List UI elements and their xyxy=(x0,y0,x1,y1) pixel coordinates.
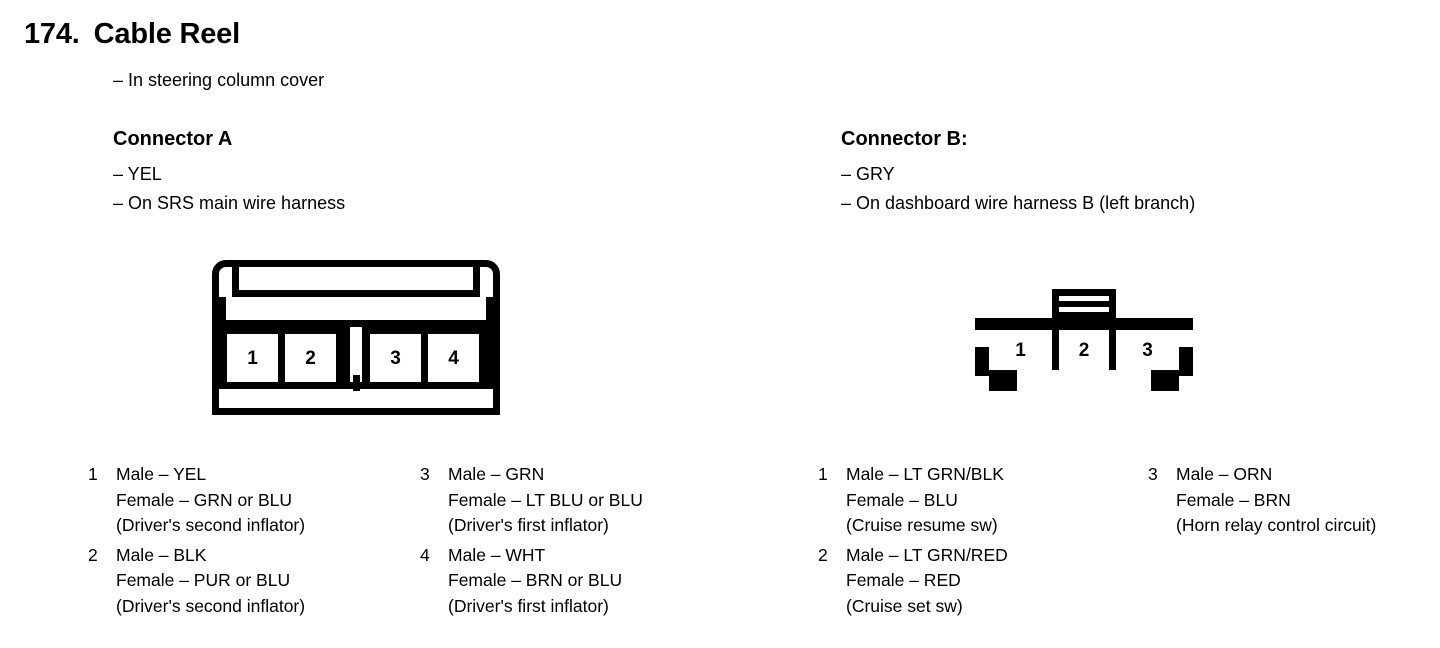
pin-entry: 2 Male – BLK Female – PUR or BLU (Driver… xyxy=(88,543,418,620)
connector-b-diagram: 1 2 3 xyxy=(975,289,1193,391)
pin-female-wire: Female – PUR or BLU xyxy=(116,570,291,590)
pin-female-wire: Female – GRN or BLU xyxy=(116,489,293,510)
connector-a-heading: Connector A xyxy=(113,128,233,150)
connector-b-cavity-1: 1 xyxy=(989,330,1052,370)
pin-male-wire: Male – WHT xyxy=(448,544,546,565)
connector-a-cavity-2: 2 xyxy=(285,334,336,382)
connector-a-note-color: – YEL xyxy=(113,164,162,184)
connector-a-top-step xyxy=(232,267,480,297)
pin-male-wire: Male – BLK xyxy=(116,544,207,565)
pin-number: 2 xyxy=(818,544,828,565)
connector-b-heading: Connector B: xyxy=(841,128,968,150)
pin-number: 4 xyxy=(420,544,430,565)
connector-b-locking-tab xyxy=(1052,289,1116,318)
connector-a-center-gap xyxy=(350,327,362,382)
connector-b-pin-list-col2: 3 Male – ORN Female – BRN (Horn relay co… xyxy=(1148,462,1438,543)
connector-b-note-harness: – On dashboard wire harness B (left bran… xyxy=(841,193,1196,213)
page-subtitle: – In steering column cover xyxy=(113,70,325,90)
pin-entry: 1 Male – YEL Female – GRN or BLU (Driver… xyxy=(88,462,418,539)
page-number: 174. xyxy=(24,18,80,50)
connector-a-note-harness: – On SRS main wire harness xyxy=(113,193,346,213)
connector-a-bottom-band-right xyxy=(367,394,486,408)
pin-male-wire: Male – LT GRN/BLK xyxy=(846,464,1004,484)
connector-b-pin-list-col1: 1 Male – LT GRN/BLK Female – BLU (Cruise… xyxy=(818,462,1148,623)
pin-circuit: (Cruise set sw) xyxy=(846,595,963,616)
connector-b-leg-right xyxy=(1151,376,1179,391)
connector-b-note-color: – GRY xyxy=(841,164,895,184)
connector-b-header: Connector B: – GRY – On dashboard wire h… xyxy=(841,128,1195,218)
connector-b-leg-left xyxy=(989,376,1017,391)
pin-number: 1 xyxy=(88,464,98,484)
pin-circuit: (Driver's second inflator) xyxy=(116,515,306,535)
pin-circuit: (Driver's first inflator) xyxy=(448,595,609,616)
pin-number: 2 xyxy=(88,544,98,565)
pin-male-wire: Male – GRN xyxy=(448,464,545,484)
connector-b-cavity-3: 3 xyxy=(1116,330,1179,370)
connector-a-bottom-band-left xyxy=(226,394,345,408)
pin-number: 1 xyxy=(818,464,828,484)
pin-entry: 2 Male – LT GRN/RED Female – RED (Cruise… xyxy=(818,543,1148,620)
pin-circuit: (Driver's second inflator) xyxy=(116,595,306,616)
pin-entry: 3 Male – GRN Female – LT BLU or BLU (Dri… xyxy=(420,462,720,539)
page-title-text: Cable Reel xyxy=(93,18,240,50)
pin-circuit: (Horn relay control circuit) xyxy=(1176,515,1377,535)
connector-a-cavity-3: 3 xyxy=(370,334,421,382)
pin-entry: 1 Male – LT GRN/BLK Female – BLU (Cruise… xyxy=(818,462,1148,539)
connector-b-cavity-2: 2 xyxy=(1059,330,1109,370)
pin-female-wire: Female – LT BLU or BLU xyxy=(448,489,643,510)
connector-a-cavity-1: 1 xyxy=(227,334,278,382)
pin-circuit: (Cruise resume sw) xyxy=(846,515,998,535)
connector-b-under-strip xyxy=(1017,370,1151,376)
pin-male-wire: Male – ORN xyxy=(1176,464,1273,484)
pin-entry: 3 Male – ORN Female – BRN (Horn relay co… xyxy=(1148,462,1438,539)
connector-a-pin-list-col1: 1 Male – YEL Female – GRN or BLU (Driver… xyxy=(88,462,418,623)
connector-a-diagram: 1 2 3 4 xyxy=(212,260,500,415)
connector-b-tab-slot-1 xyxy=(1059,296,1109,301)
pin-circuit: (Driver's first inflator) xyxy=(448,515,609,535)
connector-a-cavity-4: 4 xyxy=(428,334,479,382)
pin-male-wire: Male – LT GRN/RED xyxy=(846,544,1008,565)
connector-b-notch-top-right xyxy=(1179,330,1193,347)
connector-a-center-tab xyxy=(353,375,360,391)
connector-b-tab-slot-2 xyxy=(1059,307,1109,312)
connector-a-pin-list-col2: 3 Male – GRN Female – LT BLU or BLU (Dri… xyxy=(420,462,720,623)
connector-b-notch-top-left xyxy=(975,330,989,347)
page-title: 174. Cable Reel xyxy=(24,18,240,51)
pin-entry: 4 Male – WHT Female – BRN or BLU (Driver… xyxy=(420,543,720,620)
pin-female-wire: Female – BLU xyxy=(846,489,958,510)
pin-female-wire: Female – BRN xyxy=(1176,489,1291,510)
pin-female-wire: Female – BRN or BLU xyxy=(448,570,623,590)
pin-number: 3 xyxy=(1148,464,1158,484)
pin-male-wire: Male – YEL xyxy=(116,464,207,484)
pin-number: 3 xyxy=(420,464,430,484)
connector-a-top-band xyxy=(219,297,493,327)
pin-female-wire: Female – RED xyxy=(846,570,961,590)
connector-a-header: Connector A – YEL – On SRS main wire har… xyxy=(113,128,345,218)
